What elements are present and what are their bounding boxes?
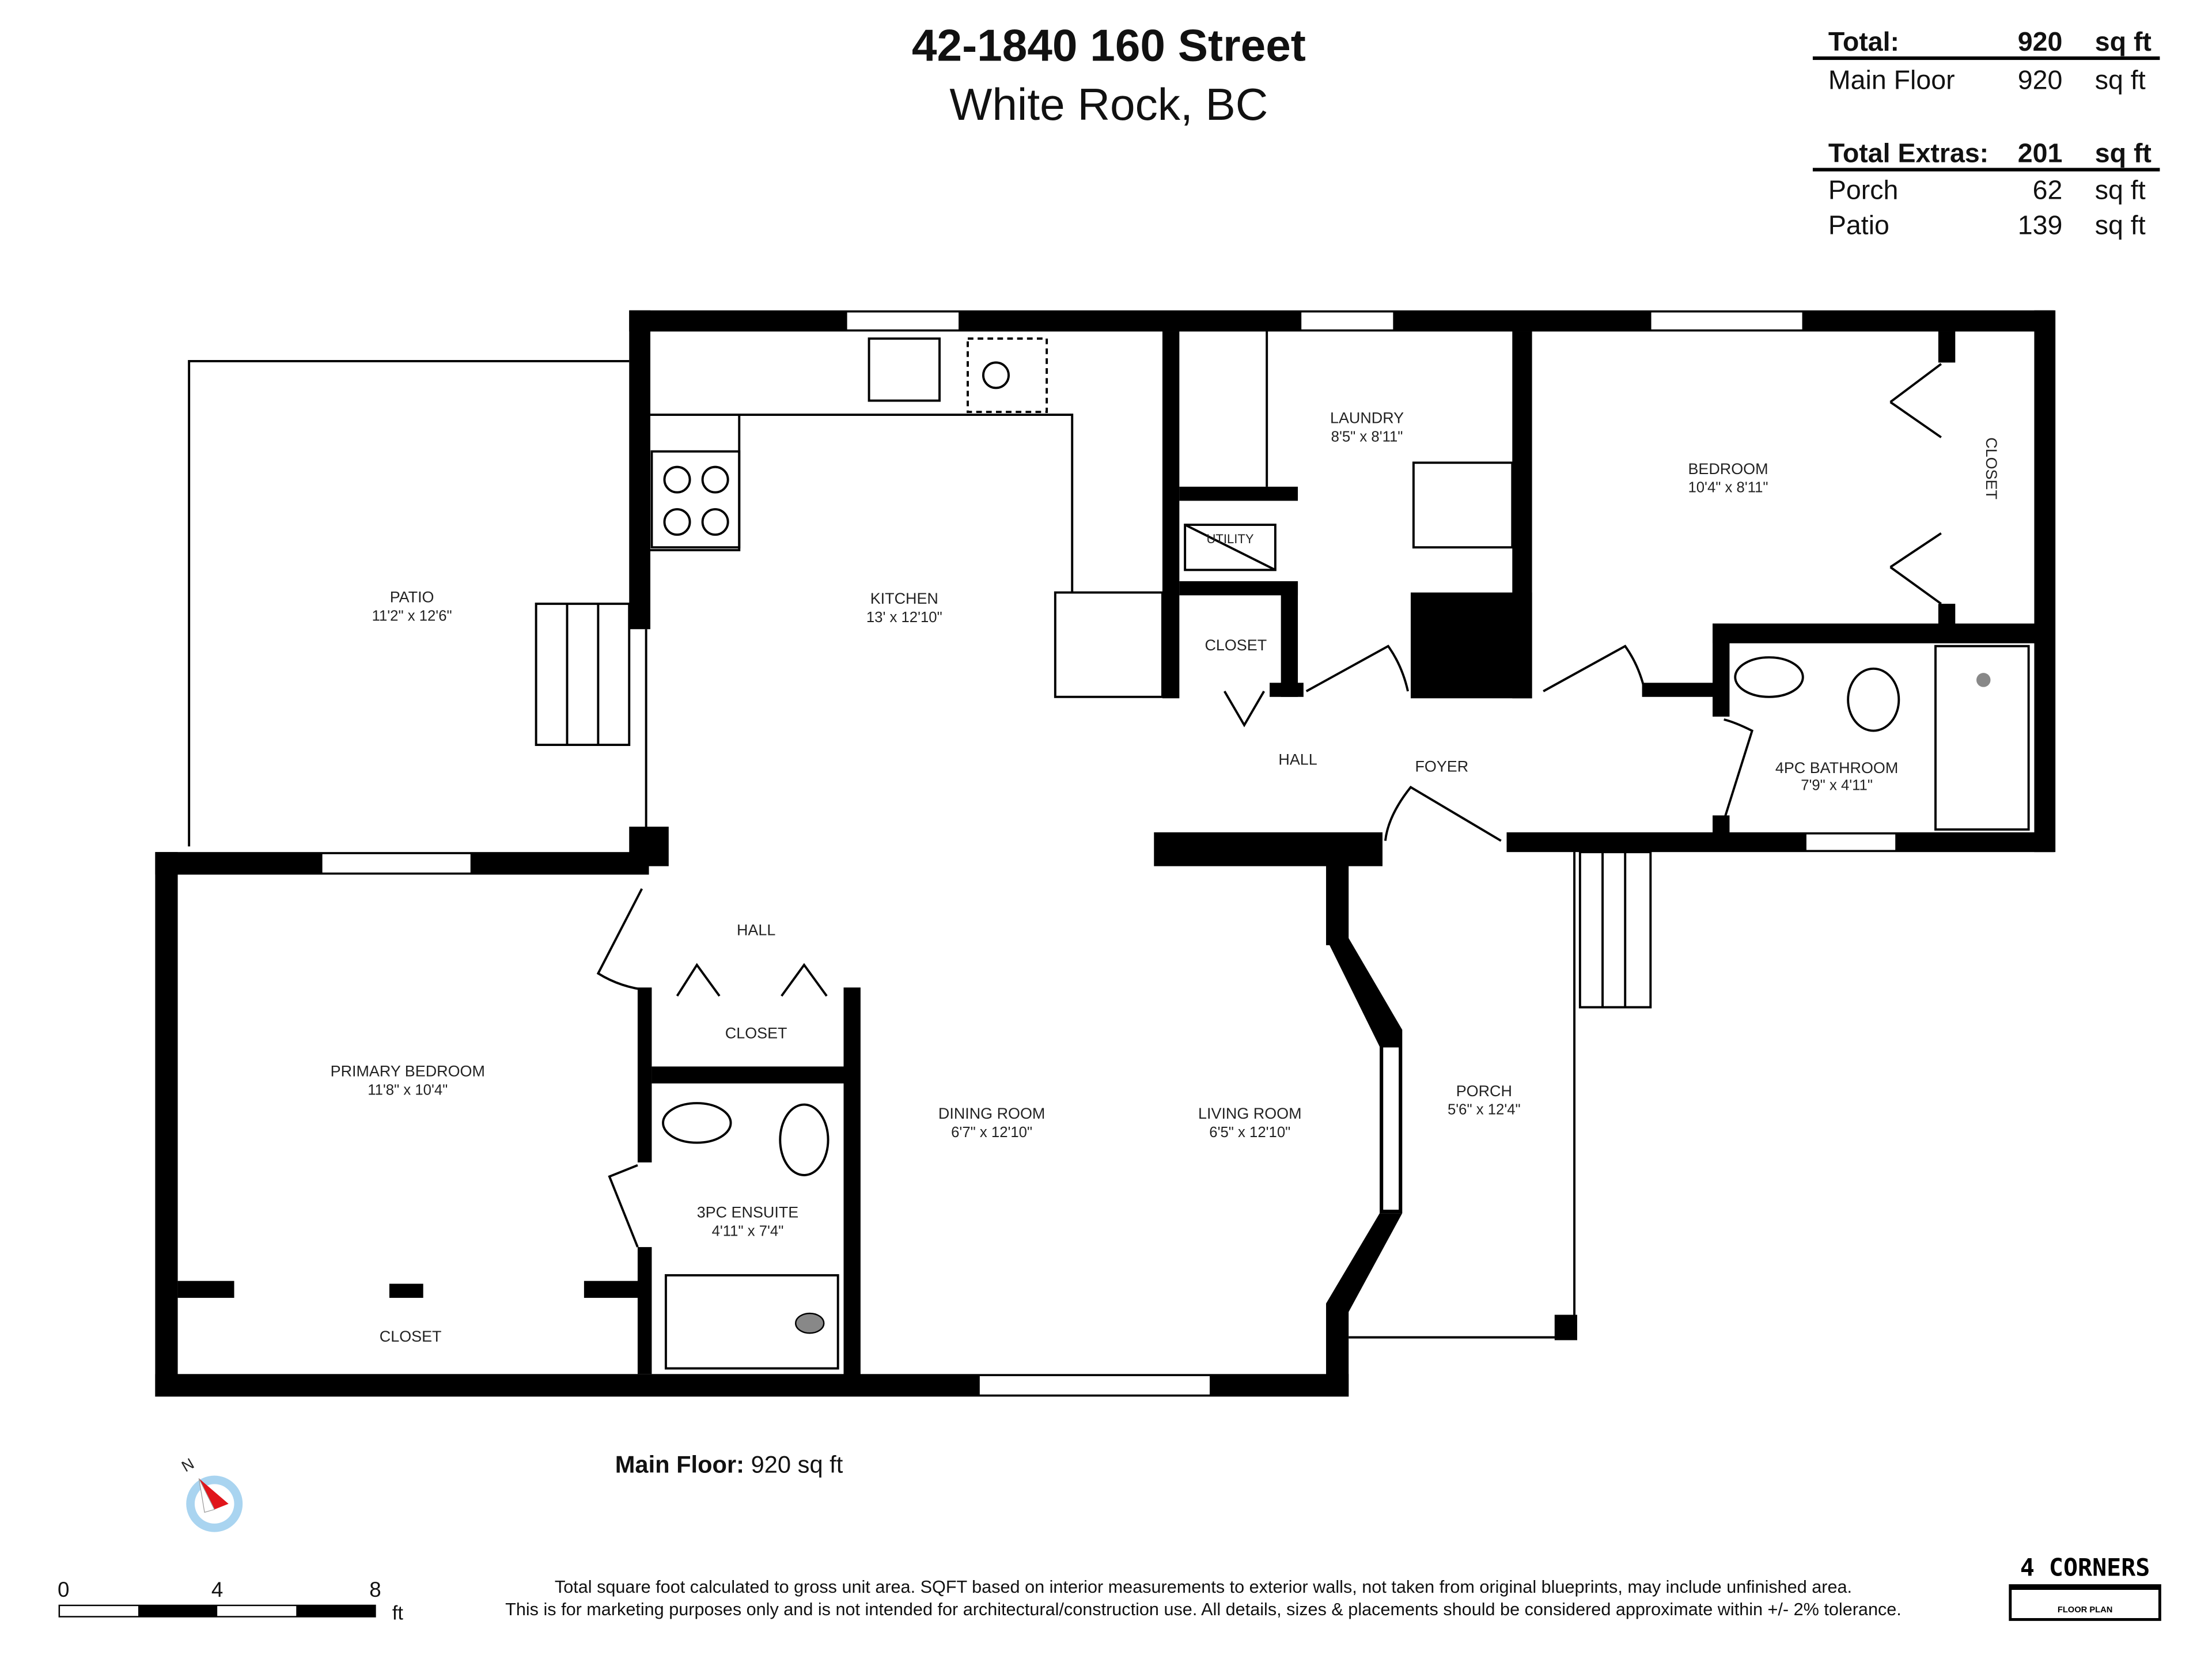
area-summary-table: Total: 920 sq ft Main Floor 920 sq ft To… <box>1812 26 2160 240</box>
room-bathroom-name: 4PC BATHROOM <box>1775 759 1898 777</box>
logo-subtext: FLOOR PLAN <box>2058 1605 2112 1615</box>
main-floor-label: Main Floor <box>1828 65 1955 94</box>
room-hall-closet-name: CLOSET <box>1205 637 1267 654</box>
room-dining-dim: 6'7" x 12'10" <box>951 1124 1032 1141</box>
scale-bar: 0 4 8 ft <box>58 1578 403 1624</box>
room-primary-bedroom-dim: 11'8" x 10'4" <box>368 1082 448 1098</box>
room-utility-name: UTILITY <box>1207 532 1254 546</box>
total-unit: sq ft <box>2095 26 2152 56</box>
room-labels: PATIO 11'2" x 12'6" KITCHEN 13' x 12'10"… <box>331 410 2001 1345</box>
room-dining-name: DINING ROOM <box>938 1105 1045 1122</box>
divider <box>1812 168 2160 172</box>
room-closet-mid-name: CLOSET <box>725 1024 787 1041</box>
floor-area-value: 920 sq ft <box>751 1451 843 1478</box>
extras-label: Total Extras: <box>1828 138 1988 168</box>
room-patio-dim: 11'2" x 12'6" <box>372 608 452 624</box>
disclaimer-line-1: Total square foot calculated to gross un… <box>555 1577 1852 1597</box>
shower-head-icon <box>795 1312 825 1334</box>
room-living-dim: 6'5" x 12'10" <box>1209 1124 1290 1141</box>
room-bedroom-closet-name: CLOSET <box>1983 437 2000 499</box>
dishwasher-icon <box>967 337 1048 414</box>
ensuite-sink-icon <box>662 1102 732 1144</box>
room-kitchen-name: KITCHEN <box>870 590 938 607</box>
patio-label: Patio <box>1828 210 1889 240</box>
page-title: 42-1840 160 Street <box>912 20 1306 70</box>
bathroom-sink-icon <box>1734 656 1804 698</box>
room-bedroom-name: BEDROOM <box>1688 460 1768 478</box>
scale-tick-8: 8 <box>369 1578 381 1601</box>
porch-label: Porch <box>1828 175 1899 204</box>
room-laundry-dim: 8'5" x 8'11" <box>1331 429 1403 445</box>
patio-value: 139 <box>2018 210 2063 240</box>
disclaimer-line-2: This is for marketing purposes only and … <box>505 1600 1902 1619</box>
tub-drain-icon <box>1976 673 1991 687</box>
scale-unit: ft <box>392 1602 404 1624</box>
patio-unit: sq ft <box>2095 210 2146 240</box>
extras-value: 201 <box>2018 138 2063 168</box>
porch-unit: sq ft <box>2095 175 2146 204</box>
floor-area-label-bold: Main Floor: <box>615 1451 744 1478</box>
room-primary-bedroom-name: PRIMARY BEDROOM <box>331 1063 485 1080</box>
room-kitchen-dim: 13' x 12'10" <box>866 609 942 626</box>
room-porch-name: PORCH <box>1456 1082 1512 1100</box>
room-porch-dim: 5'6" x 12'4" <box>1448 1102 1521 1118</box>
room-bathroom-dim: 7'9" x 4'11" <box>1801 777 1873 793</box>
extras-unit: sq ft <box>2095 138 2152 168</box>
room-hall-upper-name: HALL <box>1278 751 1317 768</box>
room-living-name: LIVING ROOM <box>1198 1105 1302 1122</box>
total-value: 920 <box>2018 26 2063 56</box>
ensuite-toilet-icon <box>779 1103 830 1176</box>
porch-value: 62 <box>2033 175 2063 204</box>
floor-area-label: Main Floor: 920 sq ft <box>615 1451 843 1478</box>
room-foyer-name: FOYER <box>1415 758 1468 775</box>
logo-text: 4 CORNERS <box>2020 1554 2150 1582</box>
main-floor-value: 920 <box>2018 65 2063 94</box>
walls <box>155 310 2056 1397</box>
company-logo: 4 CORNERS FLOOR PLAN <box>2009 1554 2161 1621</box>
fixtures <box>650 337 1991 1334</box>
room-patio-name: PATIO <box>390 589 434 606</box>
page-subtitle: White Rock, BC <box>949 79 1268 130</box>
room-hall-lower-name: HALL <box>737 922 775 939</box>
windows <box>321 311 1897 1396</box>
room-primary-closet-name: CLOSET <box>380 1328 442 1345</box>
main-floor-unit: sq ft <box>2095 65 2146 94</box>
kitchen-sink-icon <box>868 337 941 402</box>
room-ensuite-dim: 4'11" x 7'4" <box>712 1223 784 1239</box>
room-ensuite-name: 3PC ENSUITE <box>697 1203 799 1221</box>
scale-tick-0: 0 <box>58 1578 69 1601</box>
stove-icon <box>650 450 741 549</box>
room-laundry-name: LAUNDRY <box>1330 410 1404 427</box>
toilet-icon <box>1847 667 1900 732</box>
scale-tick-4: 4 <box>211 1578 223 1601</box>
divider <box>1812 56 2160 60</box>
compass-north-letter: N <box>179 1455 197 1476</box>
compass-icon: N <box>179 1455 243 1532</box>
room-bedroom-dim: 10'4" x 8'11" <box>1688 480 1768 496</box>
total-label: Total: <box>1828 26 1899 56</box>
